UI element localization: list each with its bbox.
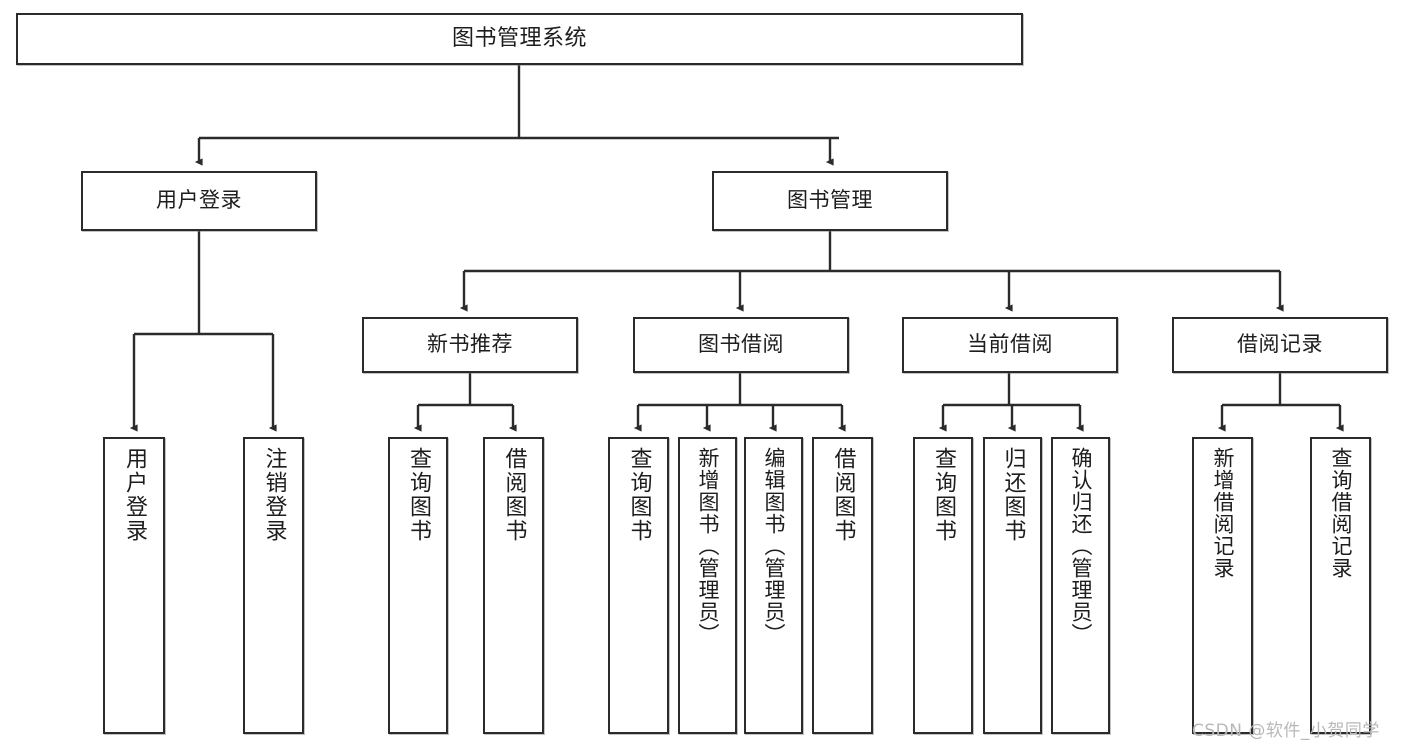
node-user-login-label: 用户登录 xyxy=(156,188,242,213)
node-leaf-user-login-label: 用户登录 xyxy=(122,447,147,543)
csdn-watermark: CSDN @软件_小贺同学 xyxy=(1192,721,1380,741)
node-leaf-query-book-1-label: 查询图书 xyxy=(406,447,431,543)
node-root-label: 图书管理系统 xyxy=(451,25,587,51)
node-leaf-logout-label: 注销登录 xyxy=(261,447,287,543)
node-current-borrow-label: 当前借阅 xyxy=(967,332,1053,357)
node-leaf-confirm-return-label: 确认归还（管理员） xyxy=(1069,447,1093,645)
node-leaf-add-record-label: 新增借阅记录 xyxy=(1211,447,1235,579)
node-new-book-recommend[interactable]: 新书推荐 xyxy=(362,317,578,373)
edges-current-borrow-to-leaves xyxy=(938,373,1084,432)
node-book-borrow[interactable]: 图书借阅 xyxy=(633,317,849,373)
node-leaf-user-login[interactable]: 用户登录 xyxy=(103,437,165,734)
edges-borrow-record-to-leaves xyxy=(1217,373,1344,432)
node-leaf-logout[interactable]: 注销登录 xyxy=(243,437,304,734)
node-user-login[interactable]: 用户登录 xyxy=(81,171,317,231)
node-book-borrow-label: 图书借阅 xyxy=(698,332,784,357)
node-new-book-recommend-label: 新书推荐 xyxy=(427,332,513,357)
node-leaf-confirm-return[interactable]: 确认归还（管理员） xyxy=(1051,437,1110,734)
edges-book-manage-to-level3 xyxy=(459,231,1284,312)
node-leaf-query-book-3[interactable]: 查询图书 xyxy=(913,437,973,734)
edges-root-to-level2 xyxy=(194,65,839,166)
node-leaf-borrow-book-2-label: 借阅图书 xyxy=(830,447,856,543)
edges-book-borrow-to-leaves xyxy=(633,373,846,432)
node-leaf-edit-book-label: 编辑图书（管理员） xyxy=(762,447,786,645)
node-book-manage-label: 图书管理 xyxy=(787,188,873,213)
node-borrow-record[interactable]: 借阅记录 xyxy=(1172,317,1388,373)
node-leaf-borrow-book-1-label: 借阅图书 xyxy=(501,447,527,543)
node-leaf-query-book-2-label: 查询图书 xyxy=(626,447,652,543)
node-leaf-query-book-3-label: 查询图书 xyxy=(931,447,956,543)
node-leaf-add-book[interactable]: 新增图书（管理员） xyxy=(678,437,737,734)
node-leaf-borrow-book-1[interactable]: 借阅图书 xyxy=(483,437,544,734)
edges-new-book-recommend-to-leaves xyxy=(413,373,517,432)
node-current-borrow[interactable]: 当前借阅 xyxy=(902,317,1118,373)
node-root[interactable]: 图书管理系统 xyxy=(16,13,1023,65)
node-leaf-query-book-2[interactable]: 查询图书 xyxy=(608,437,669,734)
node-leaf-add-record[interactable]: 新增借阅记录 xyxy=(1192,437,1253,734)
node-book-manage[interactable]: 图书管理 xyxy=(712,171,948,231)
node-leaf-edit-book[interactable]: 编辑图书（管理员） xyxy=(744,437,803,734)
node-leaf-query-book-1[interactable]: 查询图书 xyxy=(388,437,448,734)
node-borrow-record-label: 借阅记录 xyxy=(1237,332,1323,357)
node-leaf-query-record[interactable]: 查询借阅记录 xyxy=(1310,437,1371,734)
edges-user-login-to-leaves xyxy=(129,231,277,432)
node-leaf-return-book[interactable]: 归还图书 xyxy=(983,437,1042,734)
node-leaf-add-book-label: 新增图书（管理员） xyxy=(696,447,720,645)
node-leaf-borrow-book-2[interactable]: 借阅图书 xyxy=(812,437,873,734)
node-leaf-query-record-label: 查询借阅记录 xyxy=(1329,447,1353,579)
node-leaf-return-book-label: 归还图书 xyxy=(1000,447,1026,543)
